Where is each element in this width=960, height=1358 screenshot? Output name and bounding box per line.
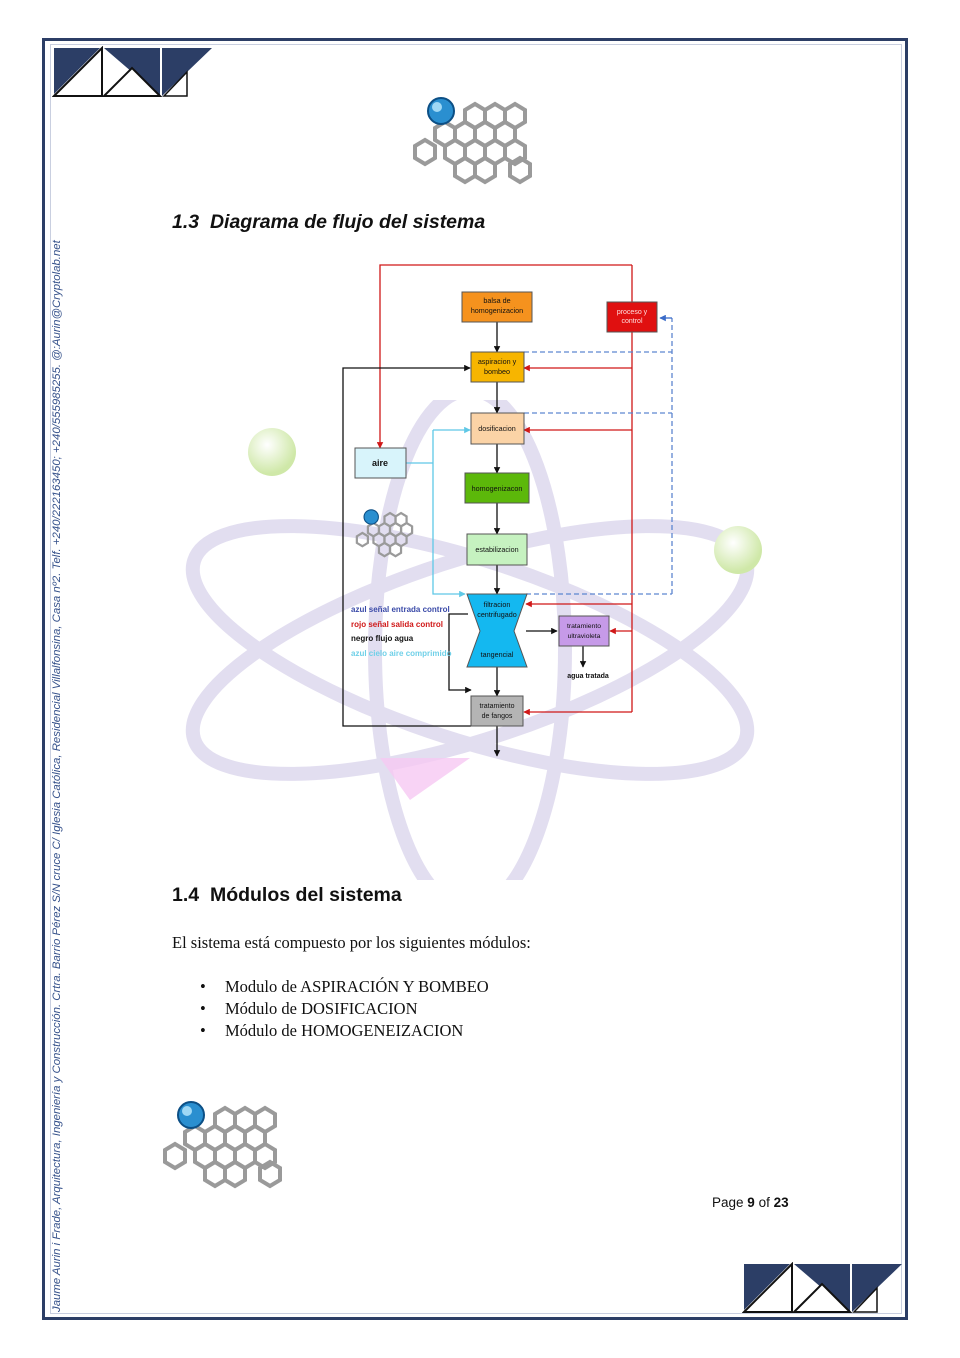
node-ultravioleta: tratamiento ultravioleta bbox=[558, 615, 610, 647]
af-logo-bottom bbox=[742, 1262, 902, 1313]
page-border bbox=[42, 38, 908, 1320]
svg-text:balsa de: balsa de bbox=[483, 296, 510, 305]
page-number: Page 9 of 23 bbox=[712, 1195, 789, 1210]
node-fangos: tratamiento de fangos bbox=[470, 695, 524, 727]
svg-text:ultravioleta: ultravioleta bbox=[568, 633, 601, 640]
list-item: Módulo de HOMOGENEIZACION bbox=[200, 1020, 489, 1042]
svg-text:tangencial: tangencial bbox=[481, 650, 514, 659]
intro-paragraph: El sistema está compuesto por los siguie… bbox=[172, 933, 531, 952]
node-balsa: balsa de homogenizacion bbox=[461, 291, 533, 323]
svg-text:estabilizacion: estabilizacion bbox=[475, 545, 518, 554]
list-item: Módulo de DOSIFICACION bbox=[200, 998, 489, 1020]
hex-logo-top bbox=[413, 97, 532, 185]
list-item: Modulo de ASPIRACIÓN Y BOMBEO bbox=[200, 976, 489, 998]
svg-text:filtracion: filtracion bbox=[484, 600, 511, 609]
legend-item-rojo: rojo señal salida control bbox=[351, 619, 444, 629]
node-aspiracion: aspiracion y bombeo bbox=[470, 351, 525, 383]
section-heading-1-4: 1.4 Módulos del sistema bbox=[172, 884, 402, 907]
node-dosificacion: dosificacion bbox=[470, 412, 525, 445]
section-title: Módulos del sistema bbox=[209, 884, 402, 906]
section-title: Diagrama de flujo del sistema bbox=[209, 211, 486, 233]
node-proceso-control: proceso y control bbox=[606, 301, 658, 333]
node-estabilizacion: estabilizacion bbox=[466, 533, 528, 566]
diagram-legend: azul señal entrada control rojo señal sa… bbox=[351, 603, 451, 661]
flow-diagram: balsa de homogenizacion proceso y contro… bbox=[342, 264, 673, 757]
agua-tratada-label: agua tratada bbox=[567, 673, 609, 680]
svg-text:bombeo: bombeo bbox=[484, 367, 510, 376]
modules-list: Modulo de ASPIRACIÓN Y BOMBEO Módulo de … bbox=[200, 976, 489, 1042]
legend-item-azul: azul señal entrada control bbox=[351, 605, 450, 614]
sidebar-contact-text: Jaume Aurin i Frade, Arquitectura, Ingen… bbox=[51, 240, 63, 1312]
node-aire: aire bbox=[354, 447, 407, 479]
af-logo-top bbox=[52, 46, 212, 97]
page-border-inner bbox=[50, 44, 902, 1314]
legend-item-negro: negro flujo agua bbox=[351, 634, 414, 643]
svg-text:aspiracion y: aspiracion y bbox=[478, 357, 517, 366]
node-homogenizacion: homogenizacon bbox=[464, 472, 530, 504]
hex-logo-bottom bbox=[163, 1101, 282, 1189]
svg-text:tratamiento: tratamiento bbox=[479, 703, 514, 710]
svg-text:proceso y: proceso y bbox=[617, 309, 648, 316]
section-number: 1.4 bbox=[172, 884, 200, 906]
section-number: 1.3 bbox=[172, 211, 200, 233]
svg-text:control: control bbox=[621, 318, 642, 325]
svg-text:dosificacion: dosificacion bbox=[478, 424, 516, 433]
svg-text:homogenizacon: homogenizacon bbox=[472, 484, 523, 493]
legend-item-azul-cielo: azul cielo aire comprimido bbox=[351, 648, 452, 658]
svg-text:centrifugado: centrifugado bbox=[477, 610, 517, 619]
hex-logo-diagram bbox=[355, 509, 414, 558]
section-heading-1-3: 1.3 Diagrama de flujo del sistema bbox=[172, 211, 485, 234]
svg-text:homogenizacion: homogenizacion bbox=[471, 306, 523, 315]
node-filtracion: filtracion centrifugado tangencial bbox=[466, 593, 528, 668]
svg-text:tratamiento: tratamiento bbox=[567, 623, 601, 630]
svg-text:de fangos: de fangos bbox=[482, 713, 513, 720]
svg-text:aire: aire bbox=[372, 458, 388, 468]
